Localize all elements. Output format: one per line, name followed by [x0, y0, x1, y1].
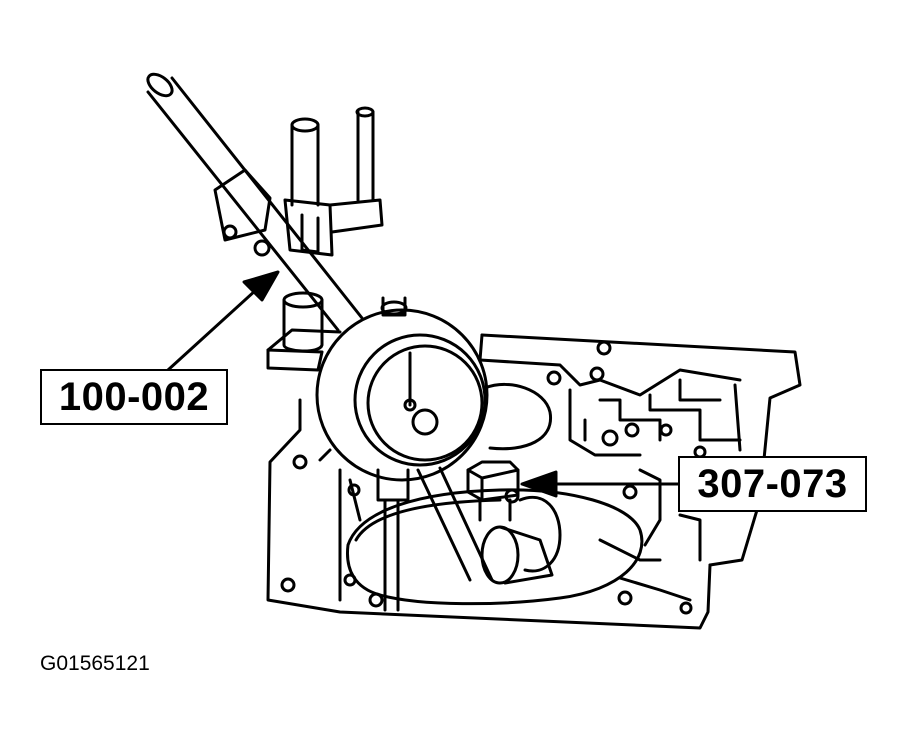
figure-id: G01565121 — [40, 652, 150, 675]
callout-arrows — [166, 270, 680, 498]
arrowhead-left — [242, 270, 280, 302]
leader-line-left — [166, 288, 258, 372]
callout-label-307-073: 307-073 — [678, 456, 867, 512]
indicator-stand — [266, 106, 384, 372]
extension-arm — [146, 72, 364, 332]
dial-indicator — [315, 296, 494, 612]
special-tool-307-073 — [466, 460, 562, 585]
arrowhead-right — [520, 470, 558, 498]
callout-label-100-002: 100-002 — [40, 369, 228, 425]
